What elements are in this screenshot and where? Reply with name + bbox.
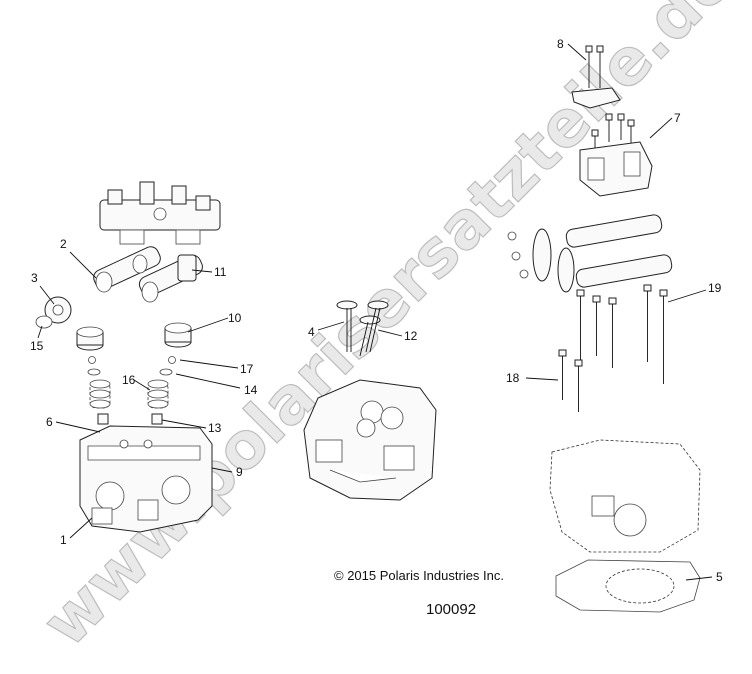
callouts: 1 2 3 4 5 6 7 8 9 10 11 12 13 14 15 16 1…: [30, 37, 723, 584]
valve-keeper-left: [88, 356, 96, 364]
callout-12: 12: [404, 329, 418, 343]
bolts-long-top: [585, 45, 604, 88]
callout-3: 3: [31, 271, 38, 285]
valve-spring-right: [147, 379, 169, 409]
valve-tappet-right: [164, 322, 192, 348]
cam-gear: [44, 296, 72, 324]
callout-15: 15: [30, 339, 44, 353]
callout-17: 17: [240, 362, 254, 376]
spring-retainer-left: [87, 368, 101, 376]
callout-4: 4: [308, 325, 315, 339]
camshaft-right-exhaust: [575, 254, 673, 288]
camshaft-intake: [93, 246, 161, 293]
callout-6: 6: [46, 415, 53, 429]
cylinder-head-assembled: [303, 379, 437, 501]
rocker-arm-assembly: [99, 181, 221, 245]
right-cam-group: [507, 45, 701, 613]
cam-carrier: [579, 141, 653, 197]
o-ring: [35, 315, 53, 329]
cam-nut-a: [507, 231, 517, 241]
camshaft-exhaust: [138, 254, 203, 303]
cylinder-head-lower-right: [549, 439, 701, 553]
bolts-short: [591, 113, 635, 154]
spring-retainer-right: [159, 368, 173, 376]
callout-16: 16: [122, 373, 136, 387]
valve-keeper-right: [168, 356, 176, 364]
callout-7: 7: [674, 111, 681, 125]
cam-bridge-upper: [571, 87, 621, 109]
head-gasket: [555, 559, 701, 613]
left-cylinder-head-group: [35, 181, 221, 533]
callout-2: 2: [60, 237, 67, 251]
bolts-medium: [558, 349, 583, 412]
cylinder-head: [79, 425, 213, 533]
cam-sprocket-right: [532, 228, 575, 293]
callout-11: 11: [214, 265, 227, 279]
camshaft-right-intake: [565, 214, 663, 248]
callout-14: 14: [244, 383, 258, 397]
cam-nut-b: [511, 251, 521, 261]
callout-8: 8: [557, 37, 564, 51]
callout-13: 13: [208, 421, 222, 435]
copyright-notice: © 2015 Polaris Industries Inc.: [334, 568, 504, 583]
cam-nut-c: [519, 269, 529, 279]
callout-1: 1: [60, 533, 67, 547]
callout-18: 18: [506, 371, 520, 385]
valve-seal-left: [97, 413, 109, 425]
valve-seal-right: [151, 413, 163, 425]
callout-10: 10: [228, 311, 242, 325]
callout-5: 5: [716, 570, 723, 584]
valve-exhaust-pair: [359, 300, 389, 357]
valve-intake: [336, 300, 358, 352]
head-bolts-long: [576, 284, 668, 384]
valve-spring-left: [89, 379, 111, 409]
middle-cylinder-head-group: [303, 300, 437, 501]
callout-9: 9: [236, 465, 243, 479]
valve-tappet-left: [76, 326, 104, 351]
leader-lines: [37, 43, 713, 581]
drawing-number: 100092: [426, 601, 476, 618]
callout-19: 19: [708, 281, 722, 295]
